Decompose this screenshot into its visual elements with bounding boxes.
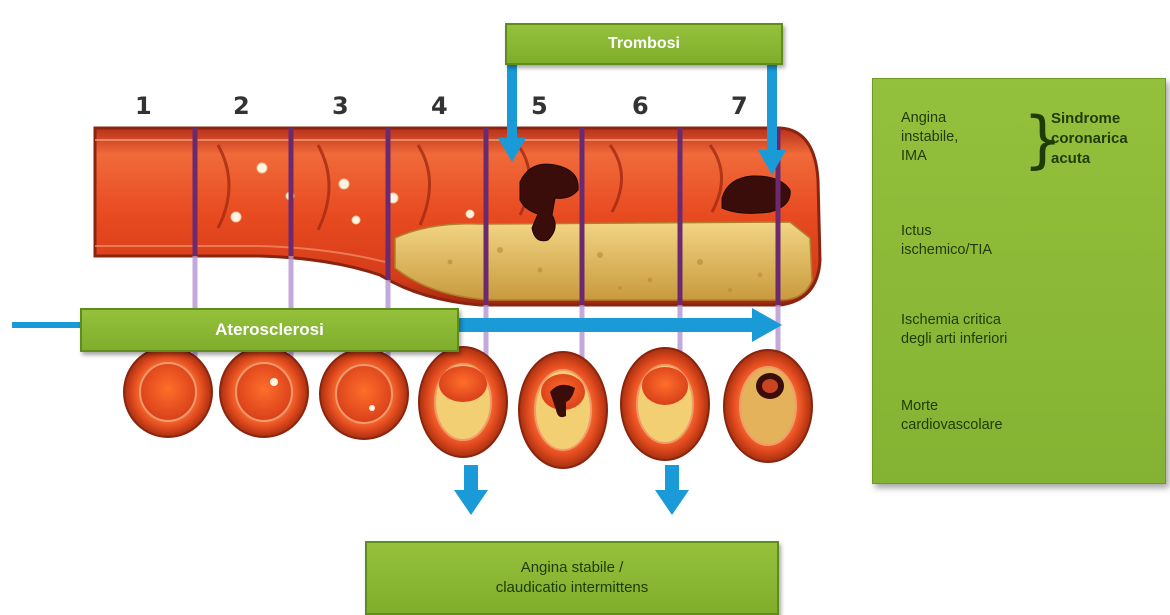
acs-label: Sindrome coronarica acuta [1051, 109, 1128, 169]
outcome-angina-line-1: Angina [901, 109, 958, 128]
plaque-deposit [395, 222, 812, 300]
cross-section-6 [621, 348, 709, 460]
stage-number-2: 2 [233, 92, 250, 120]
outcome-ictus-line-1: Ictus [901, 222, 992, 241]
stable-box-line-1: Angina stabile / [521, 558, 624, 578]
cross-section-5 [519, 352, 607, 468]
cross-section-7 [724, 350, 812, 462]
outcome-angina-line-2: instabile, [901, 128, 958, 147]
acs-line-1: Sindrome [1051, 109, 1128, 129]
cross-section-4 [419, 347, 507, 457]
stage-number-5: 5 [531, 92, 548, 120]
acs-line-2: coronarica [1051, 129, 1128, 149]
stable-box-line-2: claudicatio intermittens [496, 578, 649, 598]
stable-arrow-right [655, 465, 689, 515]
outcome-ischemia-line-1: Ischemia critica [901, 311, 1007, 330]
outcome-ictus-line-2: ischemico/TIA [901, 241, 992, 260]
outcome-ischemia-critica: Ischemia critica degli arti inferiori [901, 311, 1007, 349]
progression-arrow [455, 308, 782, 342]
outcome-morte-line-2: cardiovascolare [901, 416, 1003, 435]
stage-number-1: 1 [135, 92, 152, 120]
stable-angina-box: Angina stabile / claudicatio intermitten… [365, 541, 779, 615]
stage-number-6: 6 [632, 92, 649, 120]
cross-section-3 [320, 349, 408, 439]
outcome-ischemia-line-2: degli arti inferiori [901, 330, 1007, 349]
outcome-angina-line-3: IMA [901, 147, 958, 166]
cross-section-2 [220, 347, 308, 437]
outcome-morte-line-1: Morte [901, 397, 1003, 416]
stage-number-3: 3 [332, 92, 349, 120]
outcome-morte-cv: Morte cardiovascolare [901, 397, 1003, 435]
trombosi-label: Trombosi [505, 23, 783, 65]
stable-arrow-left [454, 465, 488, 515]
stage-number-7: 7 [731, 92, 748, 120]
acs-line-3: acuta [1051, 149, 1128, 169]
outcome-ictus: Ictus ischemico/TIA [901, 222, 992, 260]
outcome-angina-instabile: Angina instabile, IMA [901, 109, 958, 166]
stage-number-4: 4 [431, 92, 448, 120]
aterosclerosi-label: Aterosclerosi [80, 308, 459, 352]
clinical-outcomes-panel: Angina instabile, IMA } Sindrome coronar… [872, 78, 1166, 484]
cross-section-1 [124, 347, 212, 437]
